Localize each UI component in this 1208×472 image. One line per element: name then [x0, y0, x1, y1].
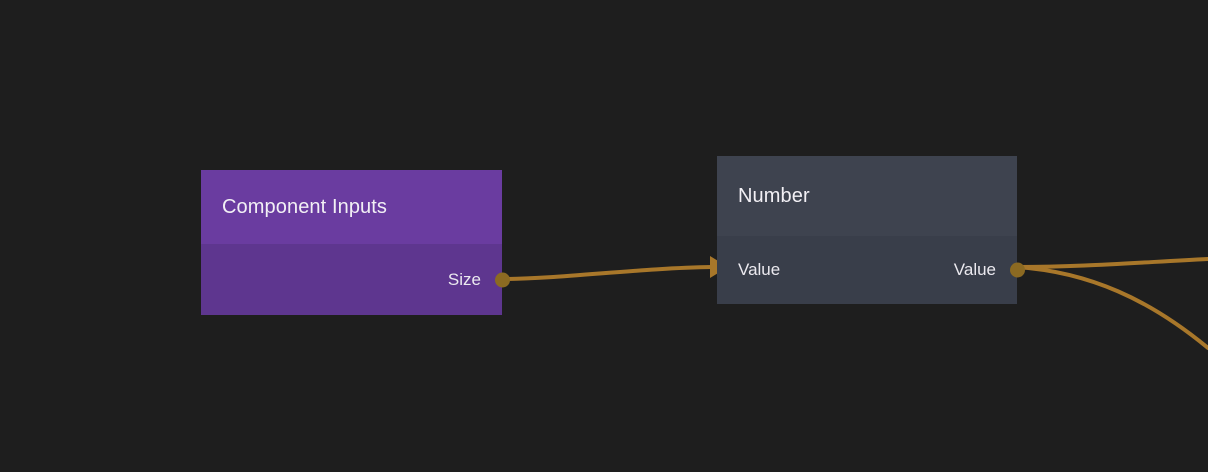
output-port-value[interactable]	[1010, 262, 1025, 278]
node-number-header[interactable]: Number	[717, 156, 1017, 236]
port-row-size: Size	[201, 244, 502, 315]
node-number-body: Value Value	[717, 236, 1025, 304]
edge-value-out-lower[interactable]	[1015, 265, 1208, 350]
node-number-title: Number	[738, 184, 810, 207]
node-number[interactable]: Number Value Value	[717, 156, 1025, 304]
node-component-inputs-header[interactable]: Component Inputs	[201, 170, 502, 244]
node-component-inputs-title: Component Inputs	[222, 195, 388, 218]
port-row-value: Value Value	[717, 236, 1017, 304]
port-label-value-output: Value	[953, 260, 996, 279]
port-label-size: Size	[447, 269, 481, 289]
edge-value-out-upper[interactable]	[1015, 257, 1208, 269]
port-label-value-input: Value	[738, 260, 781, 279]
output-port-size[interactable]	[495, 272, 510, 287]
edge-size-to-value[interactable]	[500, 265, 714, 281]
node-component-inputs-body: Size	[201, 244, 510, 315]
node-component-inputs[interactable]: Component Inputs Size	[201, 170, 510, 315]
